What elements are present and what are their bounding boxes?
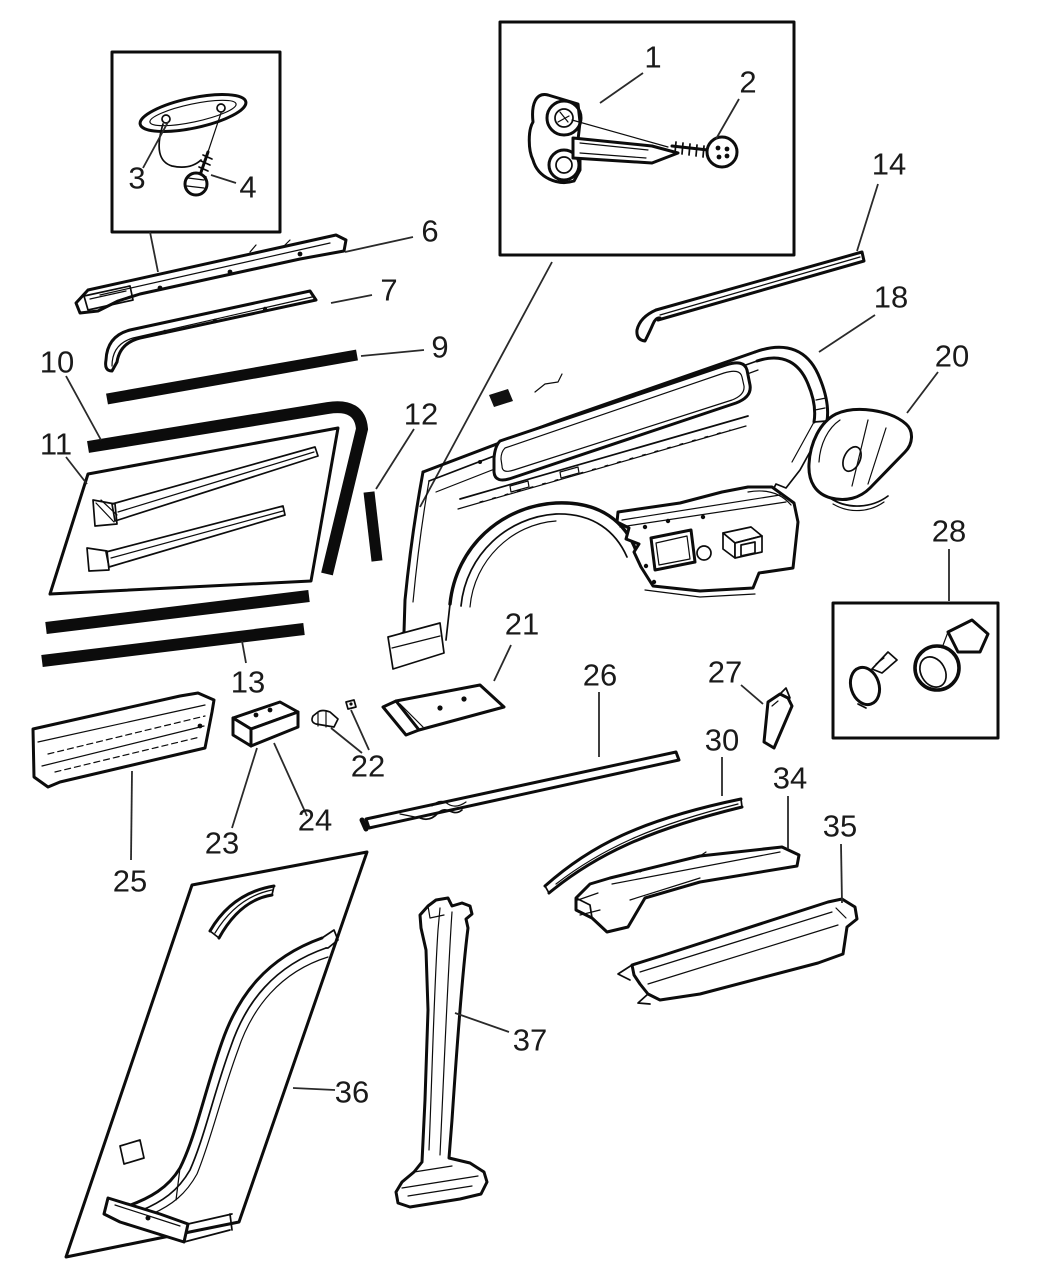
callout-2: 2 [739,65,756,100]
callout-20: 20 [935,339,969,374]
part-10-weatherstrip [87,401,369,576]
part-26-lower-track [359,750,681,832]
leader-inset-a-to-rail [149,231,159,273]
callout-21: 21 [505,607,539,642]
callout-27: 27 [708,655,742,690]
leader-line-2 [715,98,740,140]
leader-line-22b [350,709,370,751]
leader-line-18 [818,314,876,353]
callout-36: 36 [335,1075,369,1110]
leader-line-27 [740,684,764,705]
part-36-aperture-panel [64,850,369,1259]
part-3-retainer-plate [138,93,248,168]
leader-line-9 [360,349,425,357]
callout-35: 35 [823,809,857,844]
callout-30: 30 [705,723,739,758]
callout-7: 7 [380,273,397,308]
leader-line-7 [330,294,373,304]
leader-lines [65,183,950,1091]
part-22-clips [311,699,370,754]
inset-box-plate-screw [110,50,282,273]
callout-23: 23 [205,826,239,861]
leader-line-14 [856,183,879,252]
callout-10: 10 [40,345,74,380]
callout-28: 28 [932,514,966,549]
callout-11: 11 [40,427,72,462]
leader-line-11 [65,456,88,485]
part-35-sill-panel [617,897,859,1005]
part-28-grommet [913,618,990,692]
callout-34: 34 [773,761,807,796]
leader-line-12 [375,428,415,490]
part-21-reinforcement-plate [381,683,506,737]
callout-18: 18 [874,280,908,315]
leader-line-13 [241,640,247,664]
inset-box-a-frame [110,50,282,234]
leader-line-36 [292,1087,336,1091]
leader-line-20 [906,371,939,414]
callout-9: 9 [431,330,448,365]
part-18-quarter-panel [387,345,830,670]
callout-37: 37 [513,1023,547,1058]
leader-line-1 [599,72,644,104]
leader-line-6 [344,236,414,253]
callout-22: 22 [351,749,385,784]
inset-box-clip-grommet [831,601,1000,740]
leader-line-4 [210,174,237,184]
part-27-bracket [762,687,794,750]
part-9-tape-strip [106,349,358,405]
part-6-upper-rail [74,233,348,315]
callout-25: 25 [113,864,147,899]
part-28-clip [848,651,898,709]
leader-line-10 [65,375,102,441]
leader-line-24 [273,742,308,817]
callout-24: 24 [298,803,332,838]
callout-4: 4 [239,170,256,205]
part-7-drip-molding [104,289,318,373]
callout-26: 26 [583,658,617,693]
part-14-belt-molding [635,250,866,343]
callout-13: 13 [231,665,265,700]
inset-box-striker-screw [419,20,796,508]
part-2-screw [670,135,739,169]
callout-3: 3 [128,161,145,196]
part-4-screw [183,112,222,197]
part-34-rocker-rail [574,845,801,934]
part-37-center-pillar [394,896,489,1209]
leader-line-21 [493,644,512,682]
leader-line-25 [130,770,133,861]
callout-6: 6 [421,214,438,249]
part-11-molding-package [48,426,340,596]
striker-mount-location [489,389,513,407]
leader-line-23 [231,747,258,829]
part-1-striker-bracket [527,93,680,184]
callout-12: 12 [404,397,438,432]
callout-1: 1 [644,40,661,75]
leader-line-22a [330,727,363,754]
part-13-tape-strips [41,590,310,667]
callout-numbers: 1 2 3 4 6 7 9 10 11 12 13 14 18 20 21 22… [40,40,969,1110]
part-20-filler-housing [807,407,913,512]
leader-line-37 [454,1012,510,1033]
part-23-24-bumper-block [231,700,300,748]
leader-line-3 [142,121,169,169]
callout-14: 14 [872,147,906,182]
part-25-sill-molding [31,691,216,789]
part-12-tape-strip [363,491,383,562]
leader-line-35 [840,843,843,904]
part-30-rail-extension [543,797,744,895]
